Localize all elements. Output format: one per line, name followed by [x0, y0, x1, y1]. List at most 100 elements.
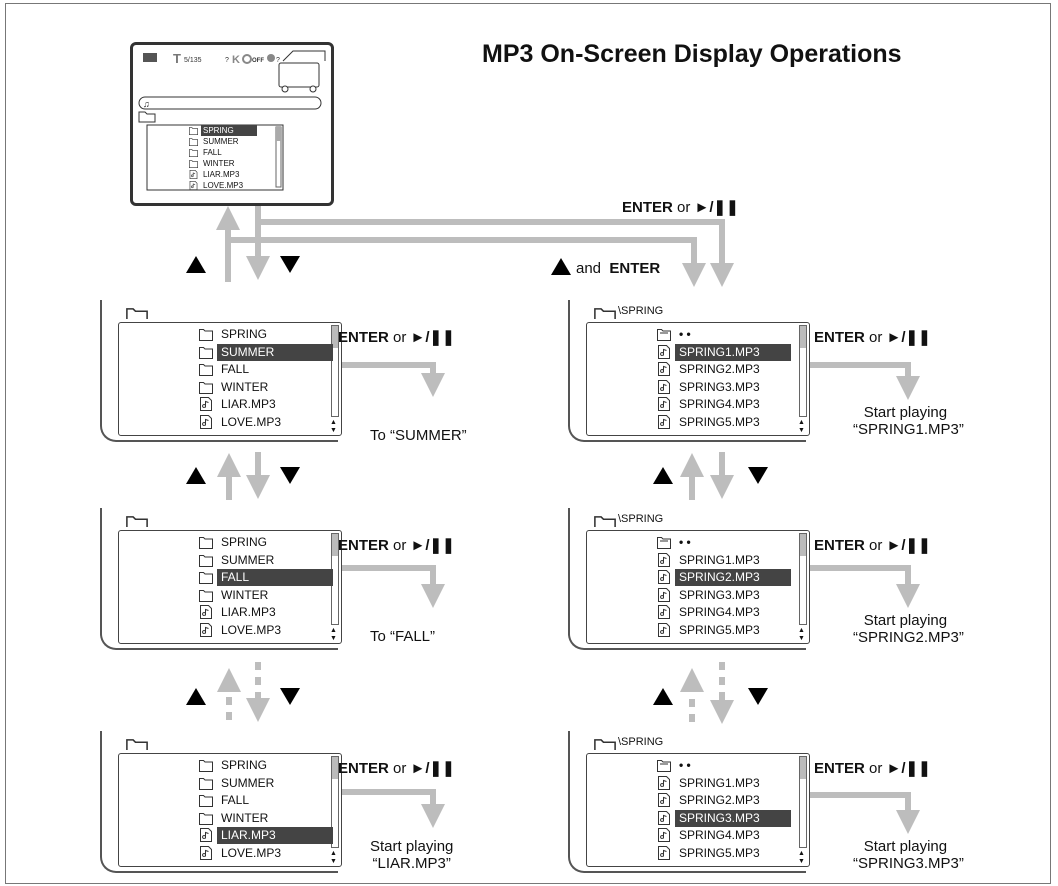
- or-label: or: [864, 760, 887, 777]
- list-item-name: SPRING3.MP3: [679, 379, 760, 394]
- mp3-file-icon: [199, 397, 213, 411]
- down-triangle-icon: [280, 256, 300, 273]
- mini-item-name: SUMMER: [203, 137, 239, 146]
- up-triangle-icon: [653, 688, 673, 705]
- scrollbar[interactable]: [331, 756, 339, 848]
- enter-key-label: ENTER: [338, 329, 389, 346]
- enter-key-label: ENTER: [814, 329, 865, 346]
- list-item-name: SPRING2.MP3: [679, 793, 760, 807]
- svg-text:OFF: OFF: [252, 58, 264, 64]
- scrollbar[interactable]: [799, 756, 807, 848]
- mini-item-name: SPRING: [201, 125, 257, 136]
- mp3-file-icon: [657, 362, 671, 376]
- scroll-arrows-icon[interactable]: ▲▼: [330, 419, 337, 434]
- folder-icon: [199, 570, 213, 584]
- folder-icon: [126, 736, 148, 758]
- scrollbar-thumb[interactable]: [332, 757, 338, 779]
- list-item-name: WINTER: [221, 379, 269, 394]
- play-pause-key-label: ►/❚❚: [886, 329, 931, 346]
- list-item-name: SPRING2.MP3: [679, 362, 760, 376]
- up-triangle-icon: [186, 688, 206, 705]
- list-item-name: LIAR.MP3: [217, 827, 333, 844]
- play-pause-key-label: ►/❚❚: [410, 329, 455, 346]
- list-item-name: SPRING4.MP3: [679, 605, 760, 619]
- play-pause-key-label: ►/❚❚: [410, 760, 455, 777]
- mp3-file-icon: [199, 828, 213, 842]
- list-item-name: SPRING5.MP3: [679, 845, 760, 860]
- mini-item-name: LIAR.MP3: [203, 170, 240, 179]
- list-item-name: SUMMER: [221, 552, 275, 567]
- list-item-name: SPRING3.MP3: [675, 809, 791, 827]
- parent-folder-icon: [657, 327, 671, 341]
- result-line: “SPRING2.MP3”: [853, 629, 964, 646]
- up-and-enter-label: and ENTER: [576, 260, 661, 277]
- folder-icon: [199, 811, 213, 825]
- result-line: Start playing: [863, 838, 948, 855]
- scrollbar[interactable]: [799, 533, 807, 625]
- result-caption: To “FALL”: [370, 628, 435, 645]
- enter-key-label: ENTER: [814, 760, 865, 777]
- list-item-name: LOVE.MP3: [221, 622, 282, 637]
- scrollbar[interactable]: [799, 325, 807, 417]
- folder-icon: [189, 137, 198, 146]
- folder-icon: [199, 380, 213, 394]
- scroll-arrows-icon[interactable]: ▲▼: [330, 850, 337, 865]
- mini-item-name: FALL: [203, 148, 222, 157]
- scrollbar-thumb[interactable]: [800, 757, 806, 779]
- list-item-name: SPRING5.MP3: [679, 414, 760, 429]
- folder-icon: [594, 305, 616, 327]
- enter-or-play-label: ENTER or ►/❚❚: [814, 328, 931, 346]
- scroll-arrows-icon[interactable]: ▲▼: [798, 627, 805, 642]
- scrollbar-thumb[interactable]: [800, 326, 806, 348]
- mp3-file-icon: [657, 810, 671, 825]
- enter-or-play-label: ENTER or ►/❚❚: [338, 536, 455, 554]
- mini-track-count: 5/135: [184, 57, 202, 64]
- mp3-file-icon: [657, 552, 671, 567]
- svg-text:?: ?: [276, 57, 280, 64]
- list-item-name: SPRING5.MP3: [679, 622, 760, 637]
- result-line: “SPRING3.MP3”: [853, 855, 964, 872]
- folder-icon: [199, 588, 213, 602]
- play-pause-key-label: ►/❚❚: [886, 537, 931, 554]
- mp3-file-icon: [657, 379, 671, 394]
- result-caption: Start playing“SPRING3.MP3”: [847, 838, 964, 872]
- mini-item-name: WINTER: [203, 159, 235, 168]
- mp3-file-icon: [657, 793, 671, 807]
- or-label: or: [864, 329, 887, 346]
- up-triangle-icon: [186, 256, 206, 273]
- top-enter-label: ENTER or ►/❚❚: [622, 199, 739, 216]
- folder-icon: [594, 513, 616, 535]
- play-pause-key-label: ►/❚❚: [886, 760, 931, 777]
- enter-or-play-label: ENTER or ►/❚❚: [338, 759, 455, 777]
- list-item-name: SPRING: [221, 535, 268, 549]
- mp3-file-icon: [199, 605, 213, 619]
- scrollbar-thumb[interactable]: [332, 326, 338, 348]
- list-item-name: WINTER: [221, 810, 269, 825]
- folder-icon: [199, 362, 213, 376]
- scroll-arrows-icon[interactable]: ▲▼: [798, 419, 805, 434]
- list-item-name: WINTER: [221, 587, 269, 602]
- parent-folder-label: • •: [679, 758, 691, 772]
- up-triangle-icon: [186, 467, 206, 484]
- svg-text:?: ?: [225, 57, 229, 64]
- scroll-arrows-icon[interactable]: ▲▼: [330, 627, 337, 642]
- current-path: \SPRING: [618, 513, 664, 525]
- page-title: MP3 On-Screen Display Operations: [482, 40, 902, 68]
- scrollbar-thumb[interactable]: [332, 534, 338, 556]
- scrollbar[interactable]: [331, 325, 339, 417]
- result-line: Start playing: [863, 404, 948, 421]
- list-item-name: SPRING1.MP3: [679, 552, 760, 567]
- mp3-file-icon: [657, 828, 671, 842]
- scrollbar-thumb[interactable]: [800, 534, 806, 556]
- result-caption: Start playing“LIAR.MP3”: [370, 838, 453, 872]
- scroll-arrows-icon[interactable]: ▲▼: [798, 850, 805, 865]
- mp3-file-icon: [199, 414, 213, 429]
- mp3-file-icon: [657, 397, 671, 411]
